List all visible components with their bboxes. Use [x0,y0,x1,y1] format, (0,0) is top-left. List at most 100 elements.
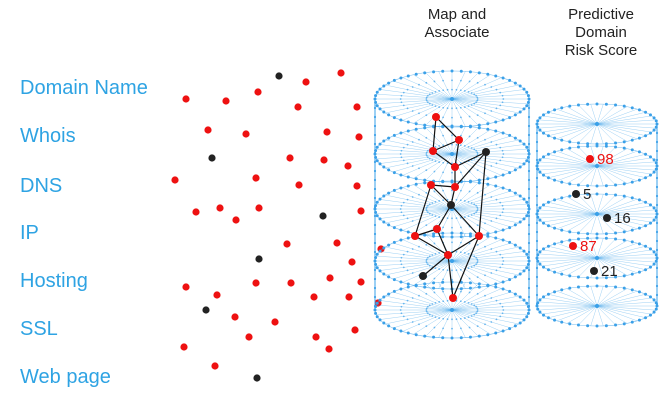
cylinder-node [451,88,453,91]
cylinder-node [468,335,472,339]
cylinder-node [499,104,502,107]
cylinder-node [535,140,539,144]
cylinder-node [560,180,564,184]
cylinder-node [553,150,557,154]
cylinder-node [568,104,572,108]
cylinder-spoke [451,98,479,126]
cylinder-node [387,275,391,279]
cylinder-node [576,237,580,241]
cylinder-node [400,156,403,159]
cylinder-node [446,299,449,302]
cylinder-node [455,250,458,253]
cylinder-node [654,209,658,213]
input-dot-dark [202,306,210,314]
cylinder-spoke [402,153,453,176]
cylinder-spoke [566,213,598,232]
cylinder-spoke [596,290,638,307]
cylinder-node [451,79,453,82]
cylinder-node [499,91,502,94]
cylinder-node [399,238,403,242]
cylinder-node [630,240,634,244]
cylinder-spoke [451,208,466,237]
cylinder-node [402,91,405,94]
cylinder-node [568,274,572,278]
risk-score-dot [590,267,598,275]
cylinder-node [425,224,428,227]
cylinder-node [470,147,473,149]
cylinder-spoke [596,253,656,259]
cylinder-node [576,141,580,145]
cylinder-spoke [596,257,616,278]
cylinder-node [373,304,377,308]
cylinder-node [460,134,462,137]
cylinder-spoke [566,257,598,276]
cylinder-node [477,181,481,185]
cylinder-node [484,274,486,277]
cylinder-node [527,187,531,191]
cylinder-spoke [542,157,598,167]
cylinder-node [411,248,414,250]
cylinder-node [433,80,436,83]
cylinder-node [595,144,599,148]
cylinder-node [542,313,546,317]
cylinder-node [614,231,618,235]
cylinder-node [508,240,512,244]
cylinder-node [490,297,493,299]
cylinder-spoke [596,305,616,326]
cylinder-node [604,144,608,148]
cylinder-node [622,274,626,278]
cylinder-node [431,254,434,256]
label-whois: Whois [20,125,76,147]
cylinder-node [654,259,658,263]
cylinder-spoke [538,257,598,263]
cylinder-node [476,114,479,117]
cylinder-node [614,323,618,327]
cylinder-node [637,290,641,294]
cylinder-spoke [425,153,453,181]
cylinder-level [535,284,659,328]
cylinder-node [428,157,431,160]
cylinder-node [535,194,539,198]
cylinder-node [418,245,420,248]
cylinder-node [476,98,479,100]
cylinder-node [614,183,618,187]
cylinder-node [382,321,386,325]
cylinder-spoke [578,305,598,326]
cylinder-node [652,310,656,314]
cylinder-node [486,182,490,186]
cylinder-spoke [590,286,598,307]
cylinder-node [476,307,479,310]
cylinder-node [518,165,522,169]
cylinder-node [459,300,462,303]
cylinder-node [654,307,658,311]
cylinder-spoke [438,208,453,237]
graph-edge [430,184,456,188]
cylinder-node [553,318,557,322]
cylinder-spoke [596,257,604,278]
cylinder-node [560,138,564,142]
input-dot-red [310,293,318,301]
cylinder-node [425,292,428,295]
cylinder-node [476,261,479,264]
input-dot-red [326,274,334,282]
cylinder-spoke [392,98,453,118]
cylinder-node [423,285,427,289]
cylinder-spoke [596,249,652,259]
cylinder-node [526,256,530,260]
cylinder-node [501,149,504,152]
cylinder-spoke [376,309,453,316]
cylinder-node [375,90,379,94]
cylinder-spoke [451,93,528,100]
cylinder-node [467,316,470,319]
cylinder-spoke [392,242,453,262]
cylinder-node [451,171,453,174]
cylinder-spoke [451,135,512,155]
cylinder-node [378,142,382,146]
input-dot-red [182,283,190,291]
cylinder-node [438,216,441,218]
cylinder-node [513,223,517,227]
cylinder-node [455,88,458,91]
cylinder-spoke [451,260,512,280]
cylinder-node [418,193,420,196]
cylinder-node [502,260,505,262]
